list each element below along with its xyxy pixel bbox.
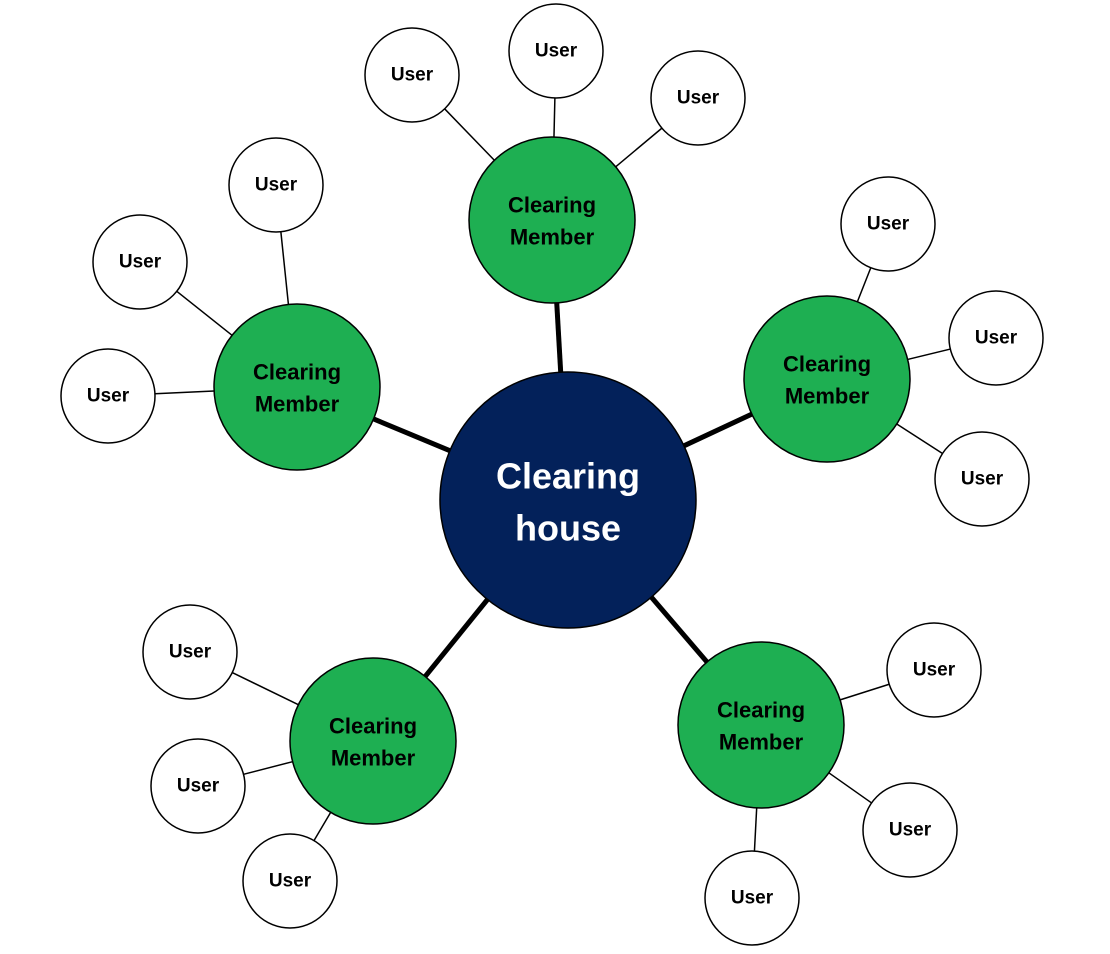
user-label: User [731,888,774,909]
member-upper-right-user-3-connector [896,423,943,455]
clearing-house-label-line1: Clearing [496,456,640,497]
user-node-upper-left-3: User [60,348,156,444]
user-label: User [975,328,1018,349]
user-label: User [889,820,932,841]
user-node-upper-right-3: User [934,431,1030,527]
user-circle [364,27,460,123]
user-circle [704,850,800,946]
clearing-member-label-line2: Member [331,746,416,771]
user-circle [242,833,338,929]
user-label: User [177,776,220,797]
clearing-member-label-line1: Clearing [253,360,341,385]
member-lower-right-user-3-connector [753,807,758,852]
clearing-member-label-line2: Member [510,225,595,250]
member-user-connectors [154,97,951,852]
user-circle [650,50,746,146]
member-lower-right-user-2-connector [828,772,873,804]
hub-to-member-lower-right-connector [649,595,709,664]
member-lower-right-user-1-connector [839,683,890,701]
member-top-user-1-connector [444,108,495,161]
member-upper-right-user-1-connector [856,267,872,303]
user-node-lower-left-3: User [242,833,338,929]
user-circle [60,348,156,444]
nodes-layer: ClearinghouseClearingMemberUserUserUserC… [60,3,1044,946]
clearing-member-label-line1: Clearing [329,714,417,739]
clearing-member-label-line2: Member [255,392,340,417]
clearing-member-circle [743,295,911,463]
member-lower-left-user-3-connector [313,812,332,841]
clearing-member-label-line1: Clearing [508,193,596,218]
hub-to-member-lower-left-connector [423,597,490,679]
member-upper-left-user-3-connector [154,390,215,395]
user-circle [948,290,1044,386]
user-circle [508,3,604,99]
user-label: User [913,660,956,681]
clearing-member-label-line1: Clearing [783,352,871,377]
user-label: User [867,214,910,235]
user-node-lower-right-2: User [862,782,958,878]
user-label: User [535,41,578,62]
user-circle [228,137,324,233]
user-node-top-1: User [364,27,460,123]
user-node-lower-right-1: User [886,622,982,718]
member-top-user-3-connector [615,127,663,168]
user-label: User [255,175,298,196]
hub-to-member-top-connector [554,302,564,373]
clearing-member-circle [468,136,636,304]
user-label: User [677,88,720,109]
user-label: User [87,386,130,407]
user-circle [92,214,188,310]
user-circle [150,738,246,834]
user-node-lower-left-1: User [142,604,238,700]
member-lower-left-user-1-connector [231,671,299,706]
user-label: User [269,871,312,892]
user-node-upper-left-1: User [228,137,324,233]
member-top-user-2-connector [553,97,556,138]
user-circle [862,782,958,878]
hub-to-member-upper-right-connector [682,411,753,449]
clearing-member-label-line2: Member [719,730,804,755]
user-label: User [169,642,212,663]
user-circle [934,431,1030,527]
clearing-member-label-line1: Clearing [717,698,805,723]
user-node-top-3: User [650,50,746,146]
clearing-member-label-line2: Member [785,384,870,409]
user-node-upper-left-2: User [92,214,188,310]
user-node-top-2: User [508,3,604,99]
user-node-upper-right-2: User [948,290,1044,386]
member-lower-left-user-2-connector [243,760,293,776]
user-label: User [961,469,1004,490]
user-label: User [391,65,434,86]
member-upper-left-user-1-connector [280,231,290,305]
clearing-member-circle [289,657,457,825]
user-node-lower-right-3: User [704,850,800,946]
user-circle [886,622,982,718]
clearing-house-circle [439,371,697,629]
clearing-house-node: Clearing house [439,371,697,629]
user-node-upper-right-1: User [840,176,936,272]
clearing-house-label-line2: house [515,508,621,549]
clearing-member-circle [677,641,845,809]
member-upper-right-user-2-connector [907,348,951,361]
hub-to-member-upper-left-connector [372,416,451,454]
hub-member-connectors [372,302,753,679]
clearing-member-circle [213,303,381,471]
user-node-lower-left-2: User [150,738,246,834]
user-circle [840,176,936,272]
user-label: User [119,252,162,273]
user-circle [142,604,238,700]
member-upper-left-user-2-connector [176,290,233,336]
